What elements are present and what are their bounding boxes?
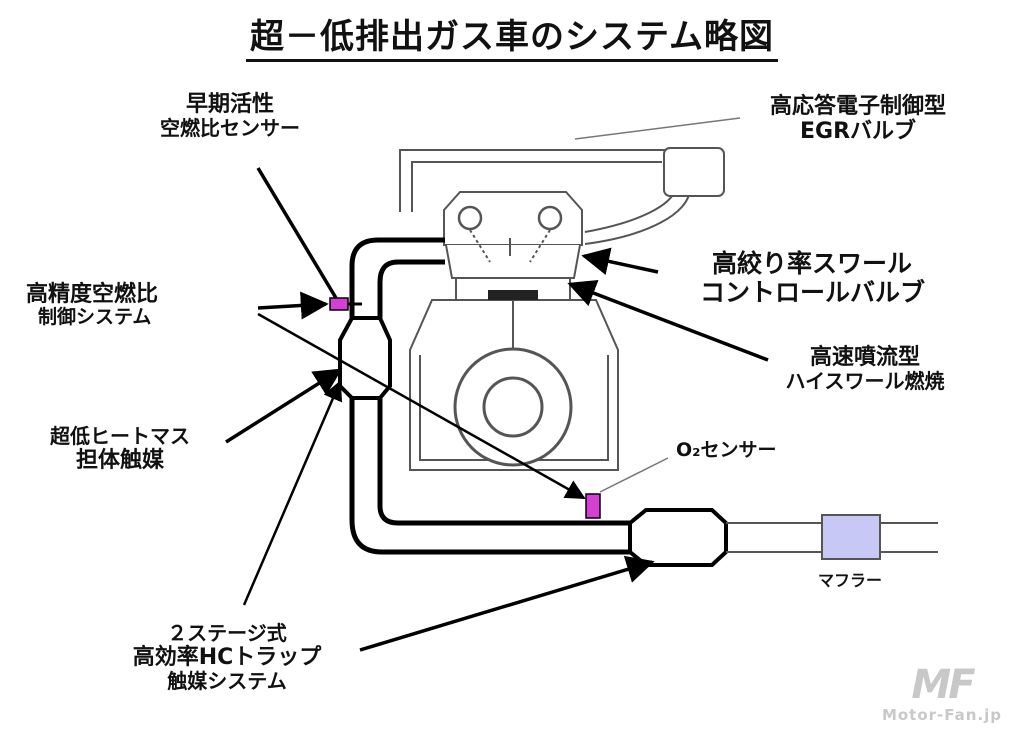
o2-sensor xyxy=(585,493,601,519)
o2-leader xyxy=(599,457,669,493)
air-fuel-ratio-sensor xyxy=(329,297,349,311)
egr-leader-line xyxy=(574,117,741,140)
combustion-line-2: ハイスワール燃焼 xyxy=(785,369,945,394)
hc-arrow xyxy=(359,555,655,652)
precision-label: 高精度空燃比 制御システム xyxy=(14,282,158,329)
early-sensor-line-2: 空燃比センサー xyxy=(160,116,300,141)
precision-line-2: 制御システム xyxy=(38,306,152,329)
catalyst-line-1: 超低ヒートマス xyxy=(50,424,190,448)
hc-line-3: 触媒システム xyxy=(167,669,287,694)
exhaust-pipes xyxy=(349,237,630,555)
o2-sensor-label: O₂センサー xyxy=(676,439,777,461)
precision-line-1: 高精度空燃比 xyxy=(26,282,159,307)
combustion-arrow xyxy=(567,279,769,362)
combustion-line-1: 高速噴流型 xyxy=(809,345,920,370)
catalyst-label: 超低ヒートマス 担体触媒 xyxy=(20,424,220,474)
watermark-logo: MF Motor-Fan.jp xyxy=(874,664,1010,724)
early-sensor-line-1: 早期活性 xyxy=(185,92,274,117)
hc-line-2: 高効率HCトラップ xyxy=(132,645,322,670)
muffler-label: マフラー xyxy=(818,571,883,590)
egr-label: 高応答電子制御型 EGRバルブ xyxy=(728,94,988,145)
leader-lines xyxy=(225,167,769,652)
precision-arrow-2 xyxy=(257,312,586,500)
close-coupled-catalyst xyxy=(338,316,392,400)
swirl-label: 高絞り率スワール コントロールバルブ xyxy=(700,249,926,308)
swirl-arrow xyxy=(581,247,659,276)
tail-pipe xyxy=(726,522,938,553)
egr-line-1: 高応答電子制御型 xyxy=(769,94,946,119)
hc-trap-catalyst xyxy=(628,508,728,567)
hc-line-1: ２ステージ式 xyxy=(167,621,287,645)
swirl-line-1: 高絞り率スワール xyxy=(712,249,913,278)
hc-trap-label: ２ステージ式 高効率HCトラップ 触媒システム xyxy=(112,622,342,693)
diagram-title-text: 超－低排出ガス車のシステム略図 xyxy=(246,17,778,62)
early-sensor-label: 早期活性 空燃比センサー xyxy=(140,92,320,140)
watermark-mark: MF xyxy=(911,662,975,708)
muffler-box xyxy=(821,514,881,560)
swirl-line-2: コントロールバルブ xyxy=(700,277,926,307)
combustion-label: 高速噴流型 ハイスワール燃焼 xyxy=(760,345,970,393)
egr-valve xyxy=(663,147,725,197)
hc-arrow-2 xyxy=(242,380,343,606)
egr-line-2: EGRバルブ xyxy=(799,119,917,145)
engine xyxy=(409,191,619,471)
catalyst-arrow xyxy=(225,368,343,444)
watermark-text: Motor-Fan.jp xyxy=(881,706,1003,724)
diagram-title: 超－低排出ガス車のシステム略図 xyxy=(0,17,1024,62)
precision-arrow-1 xyxy=(257,291,329,320)
catalyst-line-2: 担体触媒 xyxy=(75,448,164,473)
early-sensor-leader xyxy=(256,167,338,299)
